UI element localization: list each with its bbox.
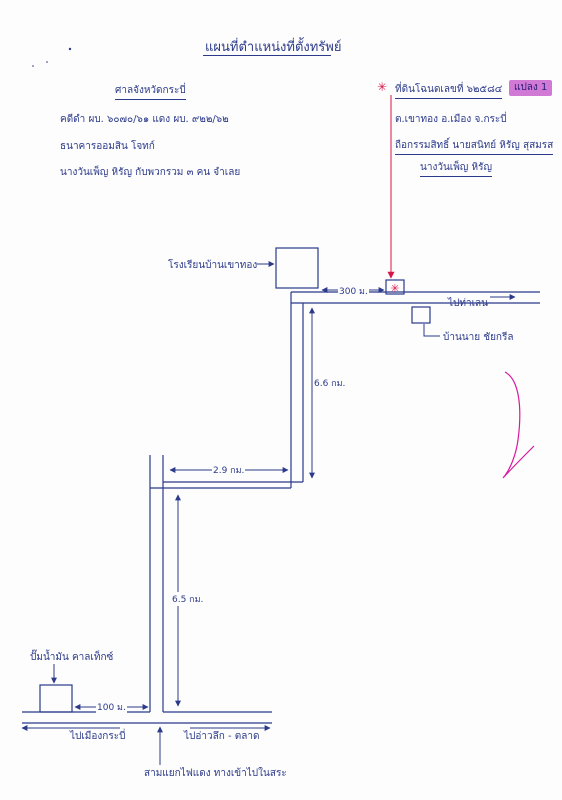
case-parties: ธนาคารออมสิน โจทก์ — [60, 141, 155, 152]
gas-station-label: ปั๊มน้ำมัน คาลเท็กซ์ — [30, 652, 114, 663]
ink-dot-icon — [46, 61, 48, 63]
direction-krabi-label: ไปเมืองกระบี่ — [70, 731, 126, 742]
distance-2-9km: 2.9 กม. — [212, 463, 246, 477]
ink-dot-icon — [32, 65, 34, 67]
parcel-location: ต.เขาทอง อ.เมือง จ.กระบี่ — [395, 114, 507, 125]
house-label: บ้านนาย ชัยกรีล — [443, 332, 514, 343]
parcel-owner-line2: นางวันเพ็ญ หิรัญ — [420, 160, 492, 177]
parcel-marker-icon: ✳ — [377, 80, 388, 94]
house-pointer-line — [423, 324, 440, 337]
gas-station-building — [39, 684, 73, 713]
house-building — [411, 306, 431, 324]
direction-tha-len-label: ไปท่าเลน — [448, 298, 488, 309]
case-defendant: นางวันเพ็ญ หิรัญ กับพวกรวม ๓ คน จำเลย — [60, 167, 241, 178]
parcel-plot-badge: แปลง 1 — [509, 80, 553, 96]
court-name: ศาลจังหวัดกระบี่ — [115, 83, 186, 100]
school-building — [275, 247, 319, 289]
case-numbers: คดีดำ ผบ. ๖๐๗๐/๖๑ แดง ผบ. ๙๒๒/๖๒ — [60, 114, 229, 125]
direction-ao-luek-label: ไปอ่าวลึก - ตลาด — [184, 731, 260, 742]
distance-6-5km: 6.5 กม. — [172, 592, 204, 606]
check-mark-icon — [502, 371, 535, 479]
junction-label: สามแยกไฟแดง ทางเข้าไปในสระ — [144, 768, 287, 779]
distance-300m: 300 ม. — [338, 284, 369, 298]
distance-100m: 100 ม. — [96, 700, 127, 714]
title-underline — [203, 55, 331, 56]
distance-6-6km: 6.6 กม. — [314, 379, 346, 389]
parcel-owner-line1: ถือกรรมสิทธิ์ นายสนิทย์ หิรัญ สุสมรส — [395, 138, 554, 155]
map-title: แผนที่ตำแหน่งที่ตั้งทรัพย์ — [205, 40, 342, 55]
school-label: โรงเรียนบ้านเขาทอง — [168, 260, 258, 271]
parcel-deed: ที่ดินโฉนดเลขที่ ๖๒๕๘๔ — [395, 82, 503, 99]
ink-dot-icon — [68, 47, 72, 51]
parcel-star-icon: ✳ — [390, 282, 399, 295]
parcel-box — [385, 279, 405, 295]
